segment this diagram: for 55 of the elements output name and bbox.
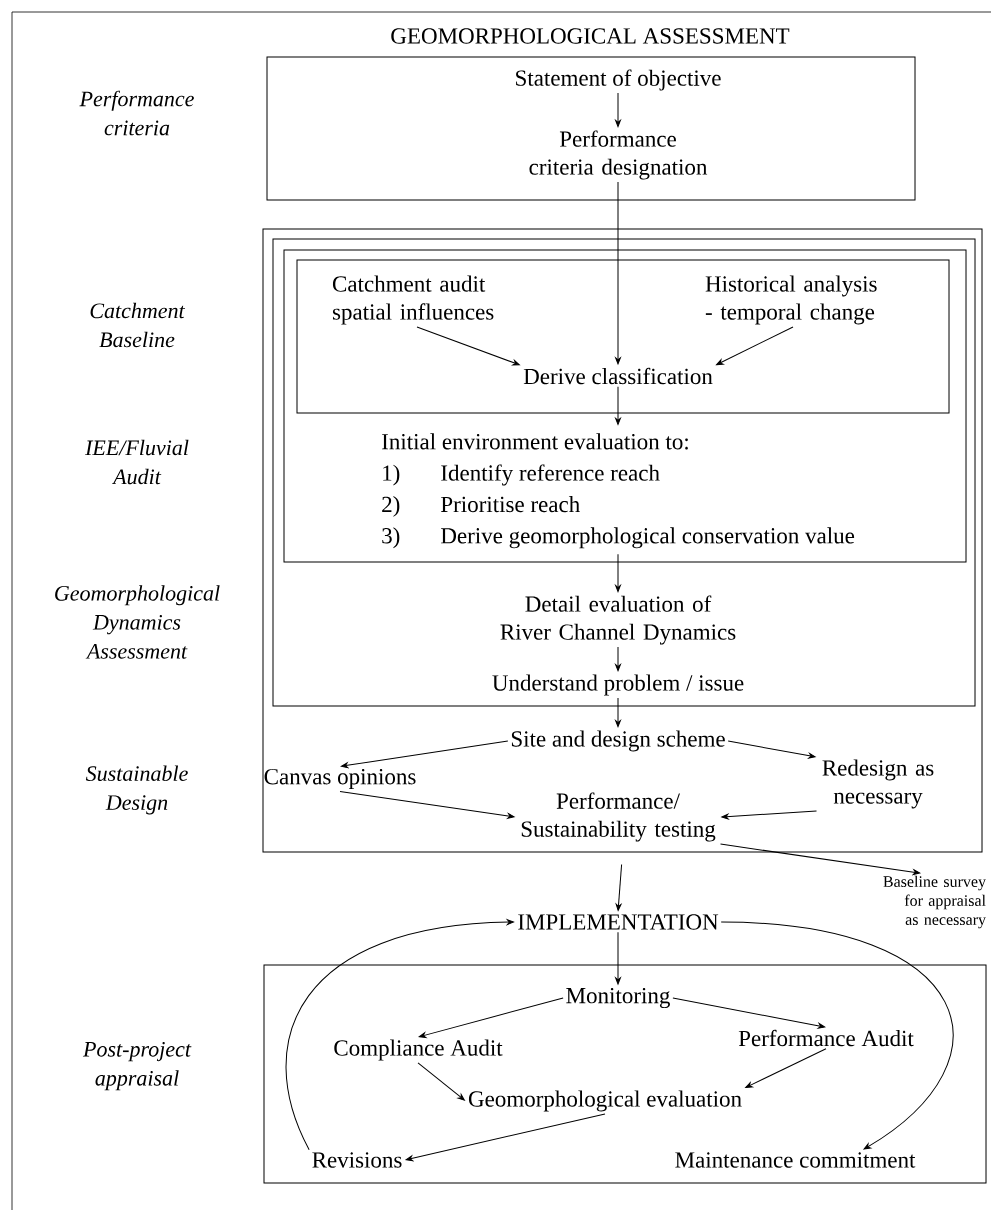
arrow (716, 326, 794, 366)
section-box (283, 249, 967, 563)
step-text: Detail evaluation of River Channel Dynamics (500, 595, 736, 645)
step-text: Statement of objective (516, 69, 721, 91)
arrow (615, 931, 621, 985)
arrow (340, 740, 509, 769)
arrow (720, 921, 953, 1150)
section-label: Geomorphological Dynamics Assessment (55, 585, 220, 659)
step-text: Derive classification (523, 367, 713, 385)
step-text: Historical analysis - temporal change (705, 275, 877, 325)
step-text: Catchment audit spatial influences (332, 275, 494, 325)
step-text: Maintenance commitment (675, 1152, 916, 1168)
step-text: IMPLEMENTATION (518, 914, 719, 930)
arrow (416, 326, 520, 366)
arrow (615, 386, 621, 425)
arrow (339, 791, 515, 819)
section-label: Performance criteria (79, 90, 194, 136)
arrow (615, 92, 621, 128)
arrow (720, 843, 921, 875)
arrow (418, 997, 564, 1038)
section-box (272, 238, 976, 707)
arrow (405, 1113, 606, 1162)
step-text: Site and design scheme (511, 730, 725, 752)
step-text: Compliance Audit (334, 1039, 503, 1061)
section-label: Catchment Baseline (90, 302, 186, 348)
step-text: Canvas opinions (264, 768, 416, 790)
section-label: Sustainable Design (85, 765, 188, 815)
step-text: Revisions (312, 1152, 402, 1168)
arrow (615, 181, 621, 365)
arrow (285, 919, 514, 1151)
section-box (296, 259, 950, 414)
section-label: Post-project appraisal (82, 1041, 192, 1091)
arrow (727, 740, 816, 759)
arrow (615, 553, 621, 593)
arrow (615, 646, 621, 672)
arrow (417, 1062, 465, 1101)
step-text: Performance/ Sustainability testing (521, 792, 716, 842)
step-text: Performance Audit (738, 1029, 914, 1047)
step-text: Baseline survey for appraisal as necessary (883, 875, 986, 929)
step-text: Performance criteria designation (529, 130, 708, 180)
section-box (263, 964, 987, 1184)
arrow (615, 863, 623, 911)
section-box (262, 228, 983, 853)
step-text: Redesign as necessary (822, 759, 934, 809)
title: GEOMORPHOLOGICAL ASSESSMENT (391, 28, 790, 44)
arrow (721, 810, 817, 820)
arrow (672, 997, 826, 1029)
step-text: Monitoring (566, 987, 670, 1009)
arrow (615, 697, 621, 728)
list-text: Initial environment evaluation to: 1) Identify reference reach 2) Prioritise reach 3) Derive geomorphological conservation value (382, 433, 855, 549)
step-text: Understand problem / issue (492, 674, 744, 696)
arrow (745, 1048, 827, 1088)
step-text: Geomorphological evaluation (468, 1090, 742, 1112)
section-box (266, 56, 916, 201)
section-label: IEE/Fluvial Audit (85, 439, 189, 485)
